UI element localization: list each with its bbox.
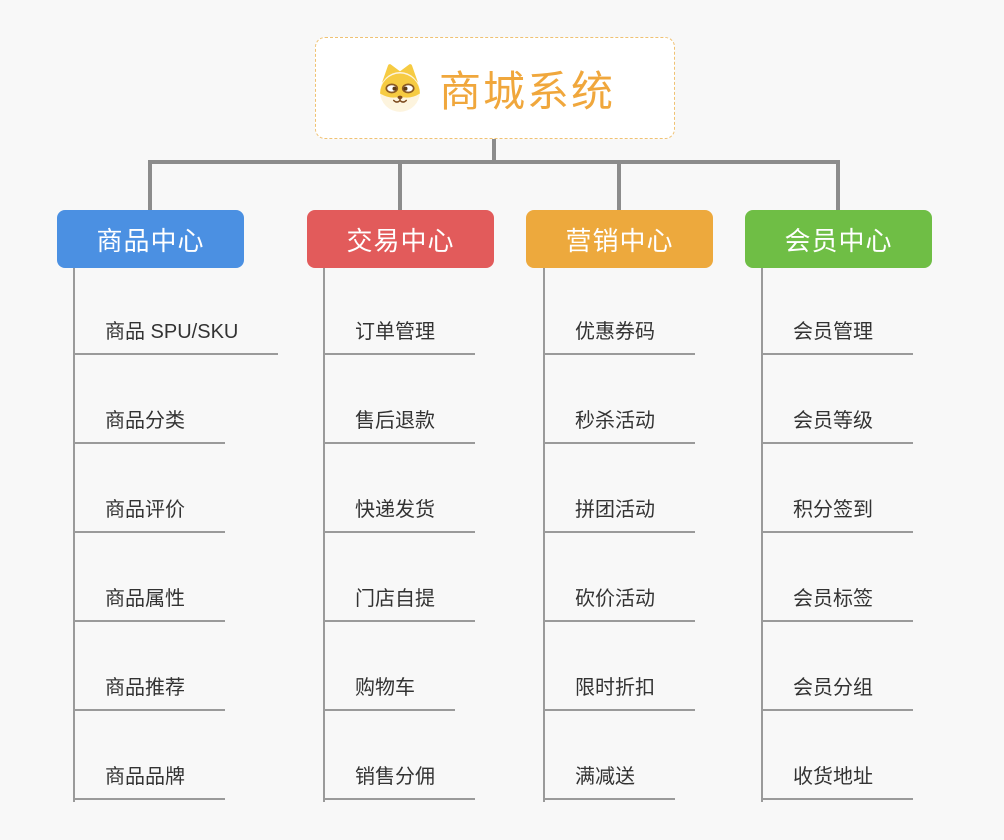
- branch-node-marketing-center[interactable]: 营销中心: [526, 210, 713, 268]
- subtopic-node[interactable]: 秒杀活动: [543, 408, 695, 444]
- connector-drop-marketing: [617, 160, 621, 210]
- subtopic-node[interactable]: 门店自提: [323, 586, 475, 622]
- subtopic-node[interactable]: 商品推荐: [73, 675, 225, 711]
- subtopic-node[interactable]: 商品属性: [73, 586, 225, 622]
- subtopic-node[interactable]: 砍价活动: [543, 586, 695, 622]
- subtopic-node[interactable]: 限时折扣: [543, 675, 695, 711]
- subtopic-node[interactable]: 会员管理: [761, 319, 913, 355]
- subtopic-node[interactable]: 快递发货: [323, 497, 475, 533]
- column-trade-center: 订单管理 售后退款 快递发货 门店自提 购物车 销售分佣: [323, 268, 568, 804]
- subtopic-node[interactable]: 商品评价: [73, 497, 225, 533]
- shiba-dog-icon: [380, 64, 420, 112]
- column-line: [543, 268, 545, 802]
- subtopic-node[interactable]: 优惠券码: [543, 319, 695, 355]
- subtopic-node[interactable]: 商品 SPU/SKU: [73, 319, 279, 355]
- connector-drop-trade: [398, 160, 402, 210]
- subtopic-node[interactable]: 会员分组: [761, 675, 913, 711]
- subtopic-node[interactable]: 销售分佣: [323, 764, 475, 800]
- subtopic-node[interactable]: 收货地址: [761, 764, 913, 800]
- column-line: [323, 268, 325, 802]
- column-marketing-center: 优惠券码 秒杀活动 拼团活动 砍价活动 限时折扣 满减送: [543, 268, 788, 804]
- column-line: [761, 268, 763, 802]
- branch-node-product-center[interactable]: 商品中心: [57, 210, 244, 268]
- subtopic-node[interactable]: 拼团活动: [543, 497, 695, 533]
- connector-drop-product: [148, 160, 152, 210]
- subtopic-node[interactable]: 购物车: [323, 675, 455, 711]
- root-title: 商城系统: [438, 67, 615, 115]
- column-product-center: 商品 SPU/SKU 商品分类 商品评价 商品属性 商品推荐 商品品牌: [73, 268, 318, 804]
- subtopic-node[interactable]: 售后退款: [323, 408, 475, 444]
- root-node-mall-system[interactable]: 商城系统: [315, 37, 675, 139]
- subtopic-node[interactable]: 商品分类: [73, 408, 225, 444]
- subtopic-node[interactable]: 积分签到: [761, 497, 913, 533]
- subtopic-node[interactable]: 订单管理: [323, 319, 475, 355]
- branch-node-trade-center[interactable]: 交易中心: [307, 210, 494, 268]
- subtopic-node[interactable]: 会员等级: [761, 408, 913, 444]
- subtopic-node[interactable]: 会员标签: [761, 586, 913, 622]
- column-line: [73, 268, 75, 802]
- subtopic-node[interactable]: 满减送: [543, 764, 675, 800]
- connector-root-stem: [492, 139, 496, 162]
- branch-node-member-center[interactable]: 会员中心: [745, 210, 932, 268]
- connector-drop-member: [836, 160, 840, 210]
- connector-horizontal-bar: [148, 160, 840, 164]
- subtopic-node[interactable]: 商品品牌: [73, 764, 225, 800]
- column-member-center: 会员管理 会员等级 积分签到 会员标签 会员分组 收货地址: [761, 268, 1004, 804]
